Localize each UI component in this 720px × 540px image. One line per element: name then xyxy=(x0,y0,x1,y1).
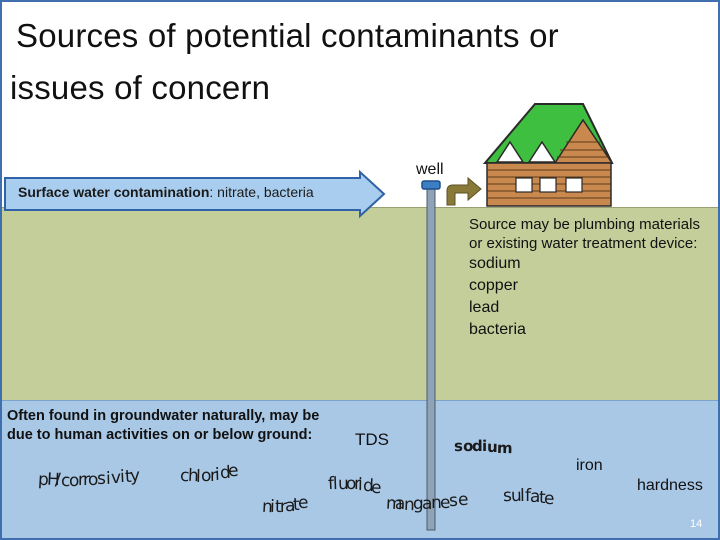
well-label: well xyxy=(416,161,444,178)
title-line-2: issues of concern xyxy=(10,69,271,106)
wave-char: r xyxy=(279,497,287,517)
pipe-to-house-arrow xyxy=(446,176,482,206)
wave-char: s xyxy=(453,436,464,456)
page-title: Sources of potential contaminants or iss… xyxy=(10,10,650,114)
wave-char: f xyxy=(525,486,531,506)
plumbing-intro: Source may be plumbing materials or exis… xyxy=(469,216,700,252)
groundwater-layer xyxy=(2,400,718,539)
wave-char: i xyxy=(105,468,111,489)
plumbing-item-sodium: sodium xyxy=(469,255,521,272)
wave-char: m xyxy=(496,438,513,457)
groundwater-note: Often found in groundwater naturally, ma… xyxy=(7,408,320,443)
plumbing-item-bacteria: bacteria xyxy=(469,321,526,338)
wave-char: e xyxy=(457,489,469,511)
plumbing-note: Source may be plumbing materials or exis… xyxy=(469,215,709,341)
wave-char: s xyxy=(96,469,106,490)
wave-char: l xyxy=(519,485,525,506)
wave-char: e xyxy=(370,477,383,498)
page-number: 14 xyxy=(690,518,703,530)
label-iron: iron xyxy=(576,457,603,474)
plumbing-item-copper: copper xyxy=(469,277,518,294)
surface-water-arrow xyxy=(4,169,386,219)
wave-char: e xyxy=(227,460,240,482)
label-hardness: hardness xyxy=(637,477,703,494)
well-pipe xyxy=(421,180,441,531)
label-tds: TDS xyxy=(355,430,389,449)
plumbing-item-lead: lead xyxy=(469,299,500,316)
wave-char: y xyxy=(129,465,141,486)
wave-char: e xyxy=(543,489,555,510)
title-line-1: Sources of potential contaminants or xyxy=(16,17,559,54)
wave-char: e xyxy=(297,492,309,514)
wave-char: a xyxy=(422,494,433,514)
soil-layer xyxy=(2,207,718,401)
surface-water-label-bold: Surface water contamination xyxy=(18,184,210,200)
surface-water-label-rest: : nitrate, bacteria xyxy=(209,184,314,200)
surface-water-label: Surface water contamination: nitrate, ba… xyxy=(18,184,314,200)
house-icon xyxy=(482,103,614,207)
